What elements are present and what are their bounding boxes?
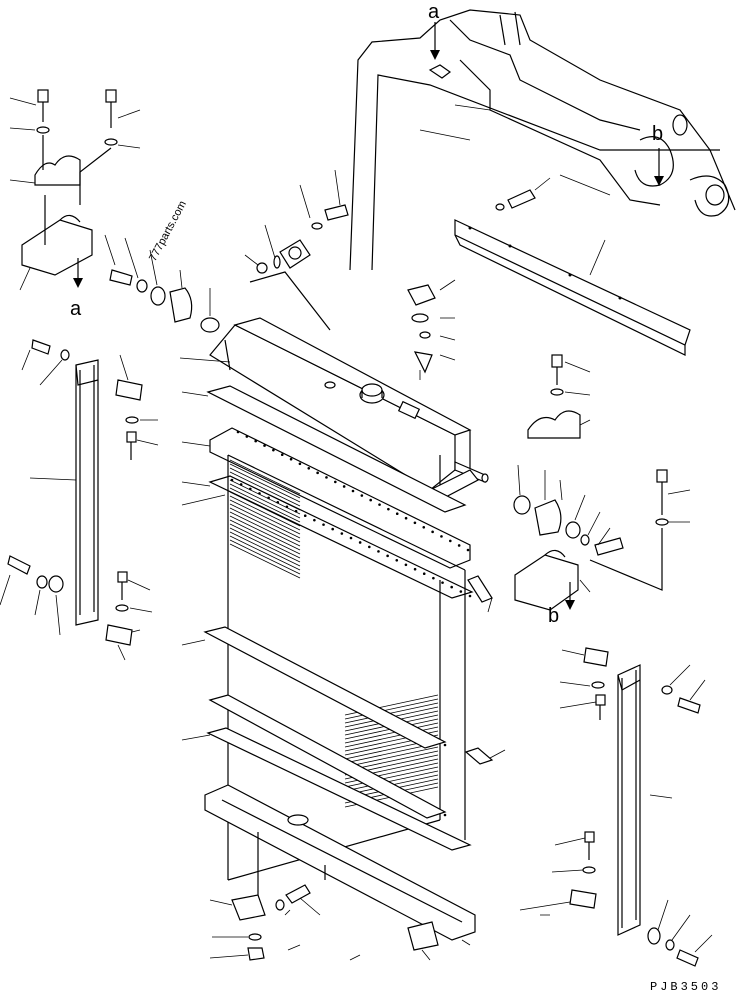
lower-tank <box>204 784 476 946</box>
callout-b-right-label: b <box>548 605 559 627</box>
callout-a-top-label: a <box>428 1 440 23</box>
bushing-set-left <box>104 234 220 333</box>
side-plate-left <box>29 359 99 626</box>
callout-b-top-label: b <box>652 123 663 145</box>
radiator-cap <box>407 279 456 380</box>
callout-b-top: b <box>652 123 664 186</box>
bolt-set-left <box>0 339 70 636</box>
gasket-top <box>181 385 467 513</box>
callout-b-right: b <box>548 582 575 627</box>
core-top-plate <box>181 427 471 569</box>
clamp-assembly-top-left <box>9 89 141 291</box>
chassis-frame <box>349 9 736 271</box>
mount-bracket-right <box>519 647 609 916</box>
angle-bracket-rail <box>454 219 691 356</box>
clamp-assembly-right <box>513 354 691 611</box>
callout-a-left-label: a <box>70 298 82 320</box>
watermark: 777parts.com <box>147 199 189 263</box>
bolt-set-right <box>647 664 713 967</box>
callout-a-top: a <box>428 1 440 60</box>
mount-bracket-left <box>105 354 159 661</box>
callout-a-left: a <box>70 258 83 320</box>
filler-flange <box>244 169 349 331</box>
gasket-lower <box>181 694 447 819</box>
drawing-code: PJB3503 <box>650 980 721 993</box>
lower-tank-fittings <box>209 884 439 961</box>
upper-tank <box>179 317 489 501</box>
gasket-bottom <box>206 727 472 851</box>
side-plate-right <box>617 664 673 936</box>
bolt-top-right <box>495 177 551 211</box>
gasket-middle <box>181 626 447 749</box>
strip-right <box>464 575 506 765</box>
